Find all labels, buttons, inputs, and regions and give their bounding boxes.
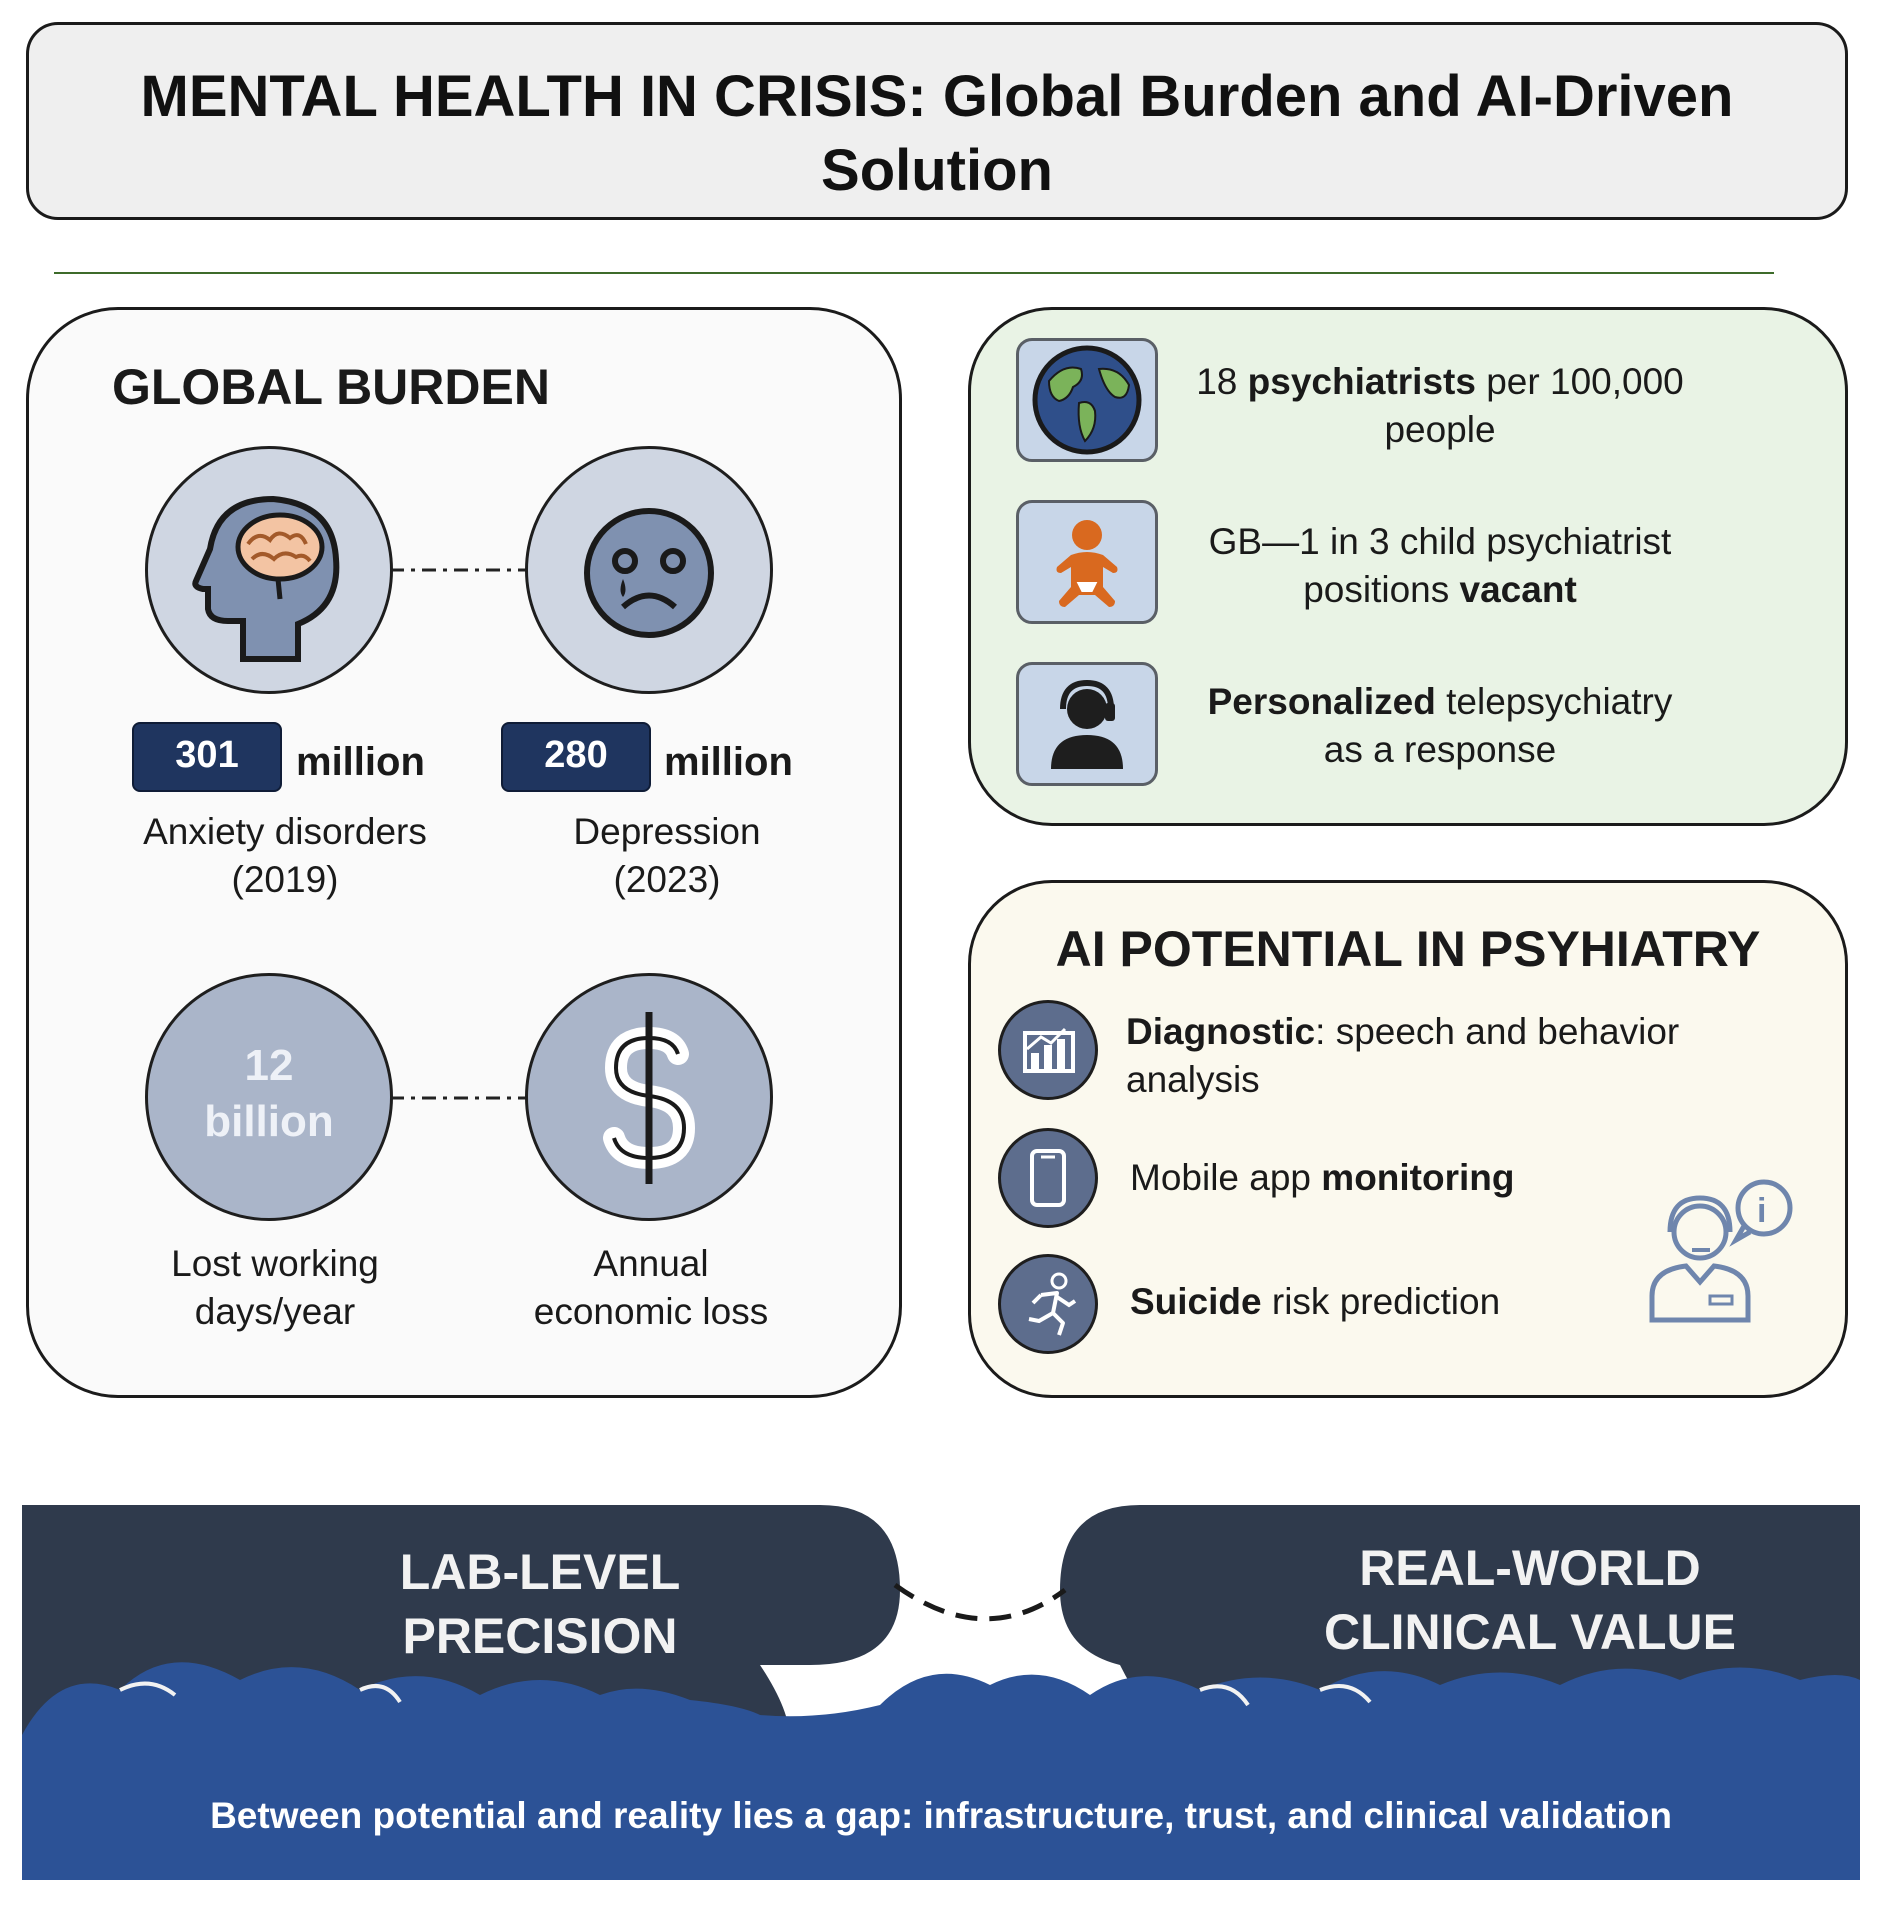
sad-face-icon bbox=[584, 508, 714, 638]
page-title: MENTAL HEALTH IN CRISIS: Global Burden a… bbox=[140, 64, 1734, 203]
anxiety-label: Anxiety disorders bbox=[143, 811, 427, 852]
lost-days-caption: Lost working days/year bbox=[90, 1240, 460, 1336]
lost-days-unit: days/year bbox=[194, 1291, 356, 1332]
psychiatrists-stat: 18 psychiatrists per 100,000 people bbox=[1150, 358, 1730, 454]
anxiety-depression-connector bbox=[390, 568, 530, 572]
lost-days-value: 12 billion bbox=[148, 1038, 390, 1150]
anxiety-caption: Anxiety disorders (2019) bbox=[100, 808, 470, 904]
realworld-line1: REAL-WORLD bbox=[1359, 1540, 1701, 1596]
suicide-text: risk prediction bbox=[1261, 1281, 1501, 1322]
lost-days-label: Lost working bbox=[171, 1243, 379, 1284]
diagnostic-line2: analysis bbox=[1126, 1059, 1260, 1100]
mobile-text: Mobile app bbox=[1130, 1157, 1322, 1198]
telepsychiatry-suffix: telepsychiatry bbox=[1435, 681, 1673, 722]
headset-user-icon bbox=[1051, 679, 1123, 769]
anxiety-value-badge: 301 bbox=[132, 722, 282, 792]
suicide-bold: Suicide bbox=[1130, 1281, 1262, 1322]
anxiety-unit: million bbox=[296, 740, 425, 784]
wave-band bbox=[22, 1662, 1860, 1880]
diagnostic-line1: Diagnostic: speech and behavior bbox=[1126, 1008, 1806, 1056]
telepsychiatry-stat: Personalized telepsychiatry as a respons… bbox=[1150, 678, 1730, 774]
global-burden-heading: GLOBAL BURDEN bbox=[112, 359, 550, 415]
lab-line1: LAB-LEVEL bbox=[399, 1544, 681, 1600]
child-bold: vacant bbox=[1459, 569, 1577, 610]
child-prefix: positions bbox=[1303, 569, 1460, 610]
telepsychiatry-bold: Personalized bbox=[1207, 681, 1436, 722]
gap-statement: Between potential and reality lies a gap… bbox=[210, 1795, 1672, 1836]
gap-connector bbox=[893, 1582, 1067, 1622]
lost-days-magnitude: billion bbox=[204, 1097, 334, 1146]
days-economic-connector bbox=[390, 1096, 530, 1100]
child-line2: positions vacant bbox=[1150, 566, 1730, 614]
wave-crest-1 bbox=[119, 1681, 177, 1697]
psychiatrists-line2: people bbox=[1384, 409, 1496, 450]
global-burden-panel bbox=[26, 307, 902, 1398]
title-box bbox=[26, 22, 1848, 220]
diagnostic-bold: Diagnostic bbox=[1126, 1011, 1316, 1052]
wave-crest-3 bbox=[1199, 1684, 1250, 1707]
globe-icon bbox=[1032, 345, 1142, 455]
divider bbox=[54, 272, 1774, 274]
ai-potential-panel bbox=[968, 880, 1848, 1398]
depression-caption: Depression (2023) bbox=[482, 808, 852, 904]
realworld-line2: CLINICAL VALUE bbox=[1323, 1604, 1737, 1660]
chart-icon bbox=[1023, 1027, 1075, 1073]
economic-label-2: economic loss bbox=[533, 1291, 769, 1332]
head-brain-icon bbox=[192, 495, 340, 662]
mobile-bold: monitoring bbox=[1321, 1157, 1515, 1198]
real-world-title: REAL-WORLD CLINICAL VALUE bbox=[1280, 1536, 1780, 1664]
depression-label: Depression bbox=[573, 811, 761, 852]
suicide-icon-circle bbox=[998, 1254, 1098, 1354]
telepsychiatry-tile bbox=[1016, 662, 1158, 786]
economic-circle bbox=[525, 973, 773, 1221]
svg-text:i: i bbox=[1757, 1192, 1766, 1230]
baby-icon bbox=[1056, 520, 1118, 607]
anxiety-circle bbox=[145, 446, 393, 694]
telepsychiatry-line1: Personalized telepsychiatry bbox=[1150, 678, 1730, 726]
baby-tile bbox=[1016, 500, 1158, 624]
lost-days-number: 12 bbox=[244, 1041, 294, 1090]
diagnostic-icon-circle bbox=[998, 1000, 1098, 1100]
psychiatrists-ratio: per 100,000 bbox=[1475, 361, 1684, 402]
suicide-item: Suicide risk prediction bbox=[1130, 1278, 1690, 1326]
wave-crest-4 bbox=[1319, 1684, 1372, 1704]
child-psychiatrist-stat: GB—1 in 3 child psychiatrist positions v… bbox=[1150, 518, 1730, 614]
globe-tile bbox=[1016, 338, 1158, 462]
diagnostic-text: : speech and behavior bbox=[1315, 1011, 1680, 1052]
depression-circle bbox=[525, 446, 773, 694]
running-person-icon bbox=[1028, 1272, 1077, 1336]
psychiatrists-line1: 18 psychiatrists per 100,000 bbox=[1150, 358, 1730, 406]
diagnostic-item: Diagnostic: speech and behavior analysis bbox=[1126, 1008, 1806, 1104]
depression-value-badge: 280 bbox=[501, 722, 651, 792]
mobile-item: Mobile app monitoring bbox=[1130, 1154, 1690, 1202]
dollar-icon bbox=[603, 1012, 696, 1184]
depression-unit: million bbox=[664, 740, 793, 784]
mobile-icon-circle bbox=[998, 1128, 1098, 1228]
lost-days-circle: 12 billion bbox=[145, 973, 393, 1221]
psychiatrists-bold: psychiatrists bbox=[1247, 361, 1476, 402]
ai-potential-heading: AI POTENTIAL IN PSYHIATRY bbox=[1055, 921, 1761, 977]
phone-icon bbox=[1030, 1149, 1066, 1207]
wave-crest-2 bbox=[359, 1684, 402, 1704]
telepsychiatry-line2: as a response bbox=[1323, 729, 1557, 770]
gap-illustration bbox=[22, 1505, 1860, 1880]
child-line1: GB—1 in 3 child psychiatrist bbox=[1208, 521, 1672, 562]
support-agent-icon: i bbox=[1649, 1179, 1793, 1323]
economic-label: Annual bbox=[593, 1243, 709, 1284]
psychiatrists-number: 18 bbox=[1196, 361, 1248, 402]
depression-year: (2023) bbox=[613, 859, 721, 900]
lab-level-title: LAB-LEVEL PRECISION bbox=[330, 1540, 750, 1668]
lab-line2: PRECISION bbox=[402, 1608, 678, 1664]
economic-caption: Annual economic loss bbox=[466, 1240, 836, 1336]
anxiety-year: (2019) bbox=[231, 859, 339, 900]
